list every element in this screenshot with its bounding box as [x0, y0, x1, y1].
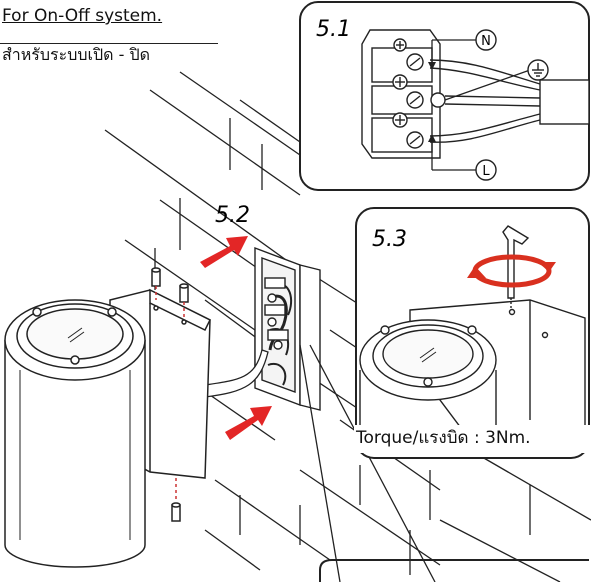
neutral-terminal-icon — [475, 29, 497, 51]
luminaire — [4, 267, 212, 568]
junction-box — [254, 246, 321, 411]
wires — [429, 59, 590, 143]
step-label-5-3: 5.3 — [372, 227, 407, 252]
callout-lines — [299, 344, 436, 582]
live-terminal-icon — [475, 159, 497, 181]
terminal-l-label: L — [482, 164, 490, 179]
cable — [204, 349, 269, 398]
ground-symbol-icon — [527, 59, 549, 81]
mini-luminaire — [359, 299, 586, 441]
terminal-block — [361, 29, 446, 159]
torque-spec: Torque/แรงบิด : 3Nm. — [356, 428, 531, 448]
step-label-5-2: 5.2 — [215, 203, 250, 228]
direction-arrow-lower — [225, 406, 272, 440]
title-english: For On-Off system. — [2, 6, 163, 26]
step-label-5-1: 5.1 — [316, 17, 351, 42]
title-thai: สำหรับระบบเปิด - ปิด — [2, 45, 151, 64]
terminal-n-label: N — [481, 34, 491, 49]
direction-arrow-upper — [200, 236, 248, 268]
detail-panel-5-1: N L 5.1 — [299, 1, 590, 191]
detail-panel-5-3: 5.3 — [354, 207, 590, 459]
lower-detail-frame — [319, 559, 589, 582]
rotation-arrow-icon — [467, 254, 556, 288]
title-divider — [0, 43, 218, 44]
